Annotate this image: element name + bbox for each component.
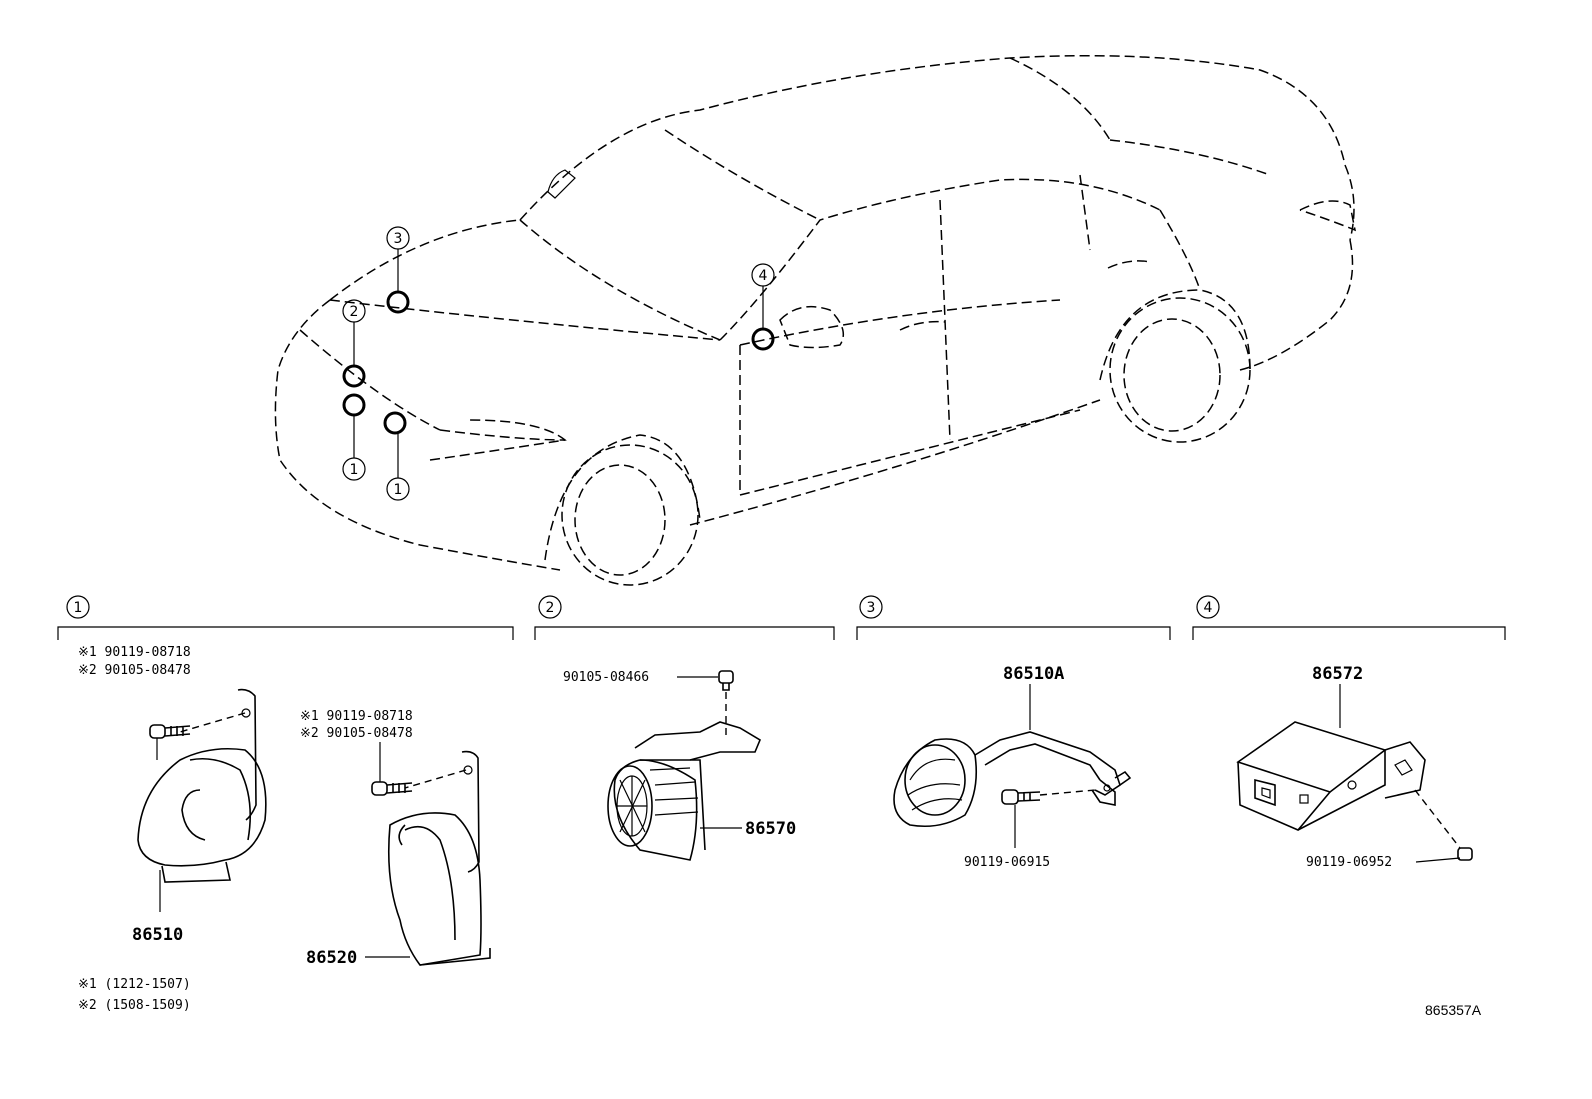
section-1: ※1 90119-08718 ※2 90105-08478 86510 ※1 9…: [78, 645, 491, 1013]
section-4-number: 4: [1204, 600, 1213, 616]
section-2-bolt: 90105-08466: [563, 670, 649, 685]
location-marker-3: [386, 290, 410, 314]
horn-86510A-drawing: [893, 731, 1132, 828]
section-3-part: 86510A: [1003, 664, 1064, 684]
section-1-part-b: 86520: [306, 948, 357, 968]
section-3-number: 3: [867, 600, 876, 616]
section-1-footnote-2: ※2 (1508-1509): [78, 998, 191, 1013]
section-2: 90105-08466 86570: [563, 670, 796, 861]
horn-86510-drawing: [137, 688, 267, 912]
section-1-footnote-1: ※1 (1212-1507): [78, 977, 191, 992]
buzzer-86570-drawing: [607, 721, 762, 861]
section-2-part: 86570: [745, 819, 796, 839]
callout-1a: 1: [350, 462, 359, 478]
section-3-bolt: 90119-06915: [964, 855, 1050, 870]
callout-2: 2: [350, 304, 359, 320]
section-1-number: 1: [74, 600, 83, 616]
car-outline: [274, 54, 1357, 586]
section-1-note-1b: ※1 90119-08718: [300, 709, 413, 724]
ecu-86572-drawing: [1236, 721, 1426, 831]
section-1-note-1a: ※1 90119-08718: [78, 645, 191, 660]
callout-1b: 1: [394, 482, 403, 498]
location-marker-1b: [383, 411, 407, 435]
callout-3: 3: [394, 231, 403, 247]
car-markers: 3 2 1 1 4: [342, 226, 775, 501]
horn-86520-drawing: [371, 750, 491, 966]
section-4-part: 86572: [1312, 664, 1363, 684]
section-1-note-2b: ※2 90105-08478: [300, 726, 413, 741]
section-1-part-a: 86510: [132, 925, 183, 945]
diagram-id: 865357A: [1425, 1002, 1482, 1018]
section-1-note-2a: ※2 90105-08478: [78, 663, 191, 678]
location-marker-2: [342, 364, 366, 388]
location-marker-1a: [342, 393, 366, 417]
section-4: 86572 90119-06952: [1236, 664, 1473, 870]
section-4-bolt: 90119-06952: [1306, 855, 1392, 870]
section-headers: 1 2 3 4: [57, 595, 1506, 640]
section-2-number: 2: [546, 600, 555, 616]
callout-4: 4: [759, 268, 768, 284]
section-3: 86510A 90119-06915: [893, 664, 1132, 870]
